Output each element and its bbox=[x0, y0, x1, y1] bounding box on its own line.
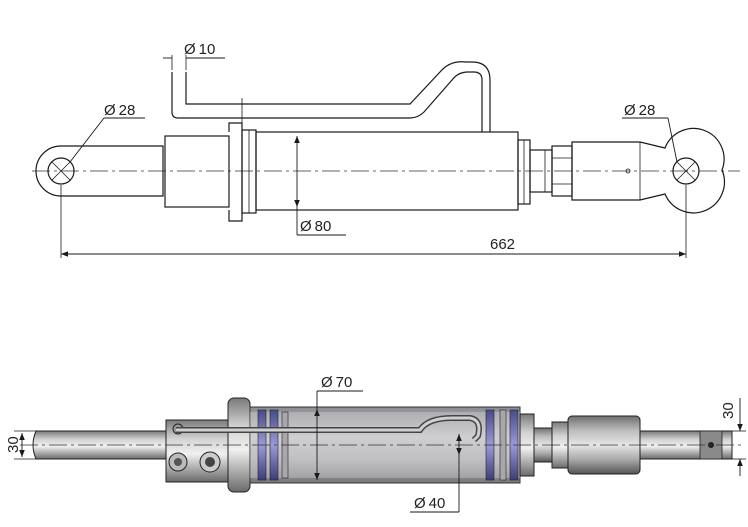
right-pin-hole bbox=[672, 157, 700, 185]
left-eye-thickness-label: 30 bbox=[5, 436, 22, 453]
rod-gland bbox=[164, 135, 230, 208]
overall-length-label: 662 bbox=[490, 236, 515, 253]
right-eye-thickness-label: 30 bbox=[720, 402, 737, 419]
left-pin-hole bbox=[47, 157, 75, 185]
right-rod-eye bbox=[571, 127, 725, 214]
hydraulic-pipe bbox=[171, 71, 483, 132]
